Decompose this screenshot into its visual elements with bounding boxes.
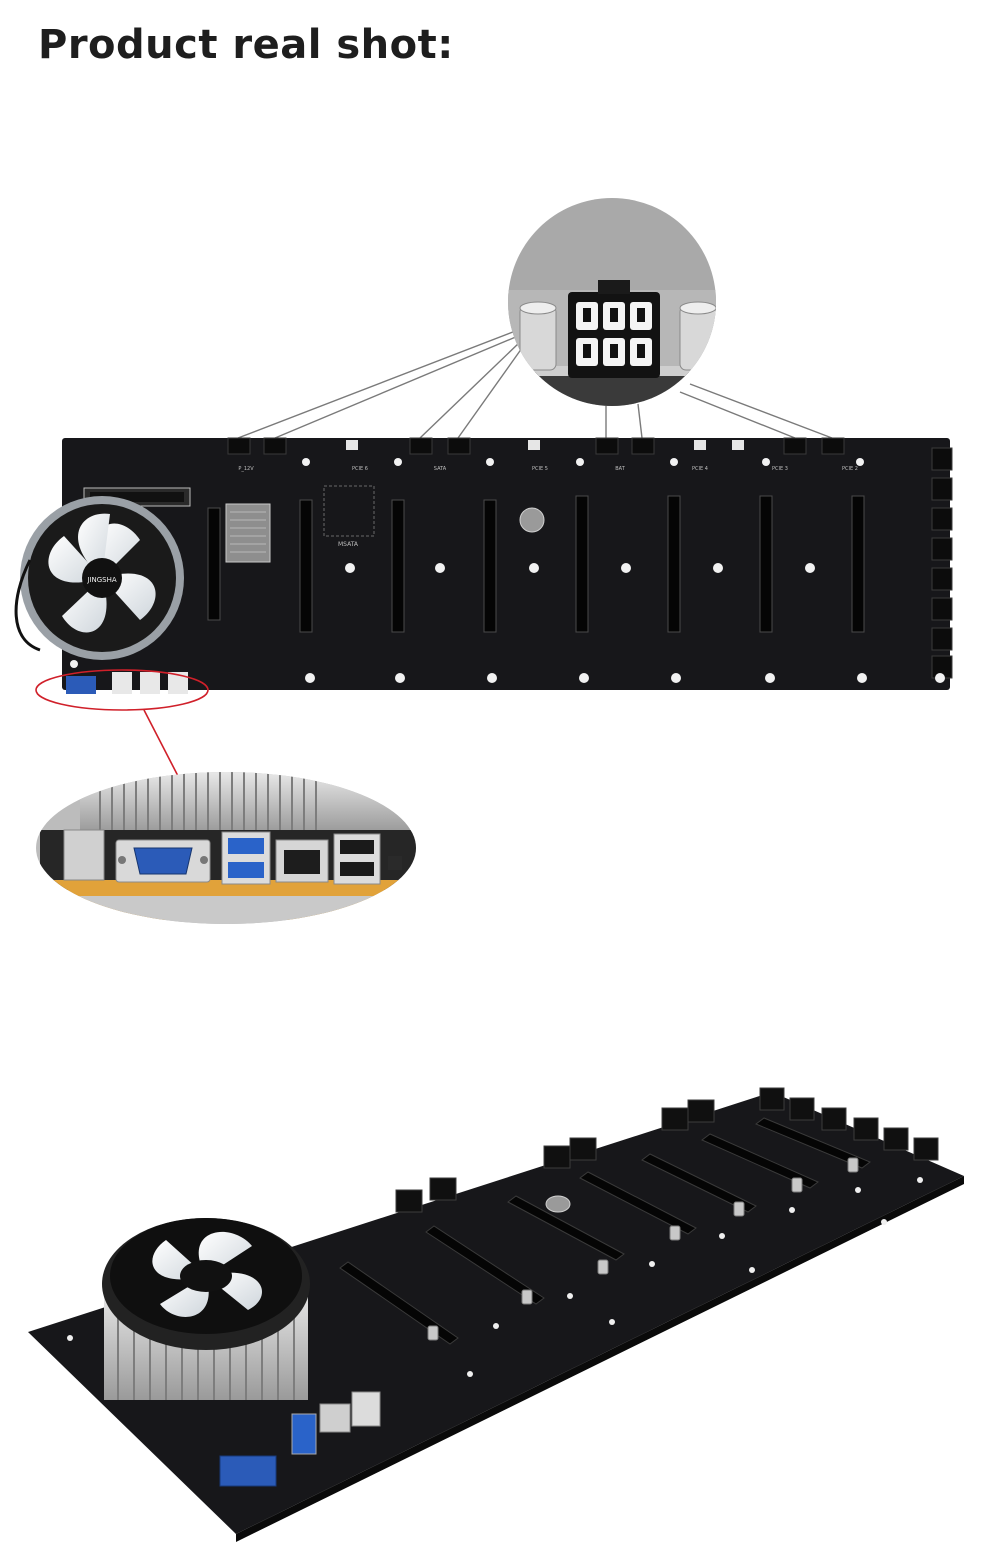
motherboard-perspective-view: [28, 1087, 964, 1542]
io-highlight-ring: [35, 669, 209, 711]
power-connector-icon: [568, 280, 660, 378]
pcie-slots: [207, 495, 865, 633]
motherboard-top-view: MSATA JINGSHA: [14, 437, 953, 777]
silkscreen-label: PCIE 5: [532, 466, 548, 472]
io-ports-zoom: [36, 772, 416, 924]
fan-brand-label: JINGSHA: [86, 576, 116, 584]
vga-port-icon: [115, 839, 211, 883]
ethernet-port-icon: [275, 839, 329, 883]
silkscreen-label: P_12V: [238, 466, 254, 472]
silkscreen-label: PCIE 2: [842, 466, 858, 472]
callout-lines: [237, 329, 833, 439]
fan-icon: JINGSHA: [20, 496, 184, 660]
mounting-holes: [70, 458, 945, 683]
silkscreen-label: PCIE 4: [692, 466, 708, 472]
fan-icon-perspective: [102, 1218, 310, 1350]
silkscreen-label: SATA: [434, 466, 447, 472]
silkscreen-label: PCIE 6: [352, 466, 368, 472]
power-connector-zoom: [508, 198, 716, 406]
silkscreen-label: BAT: [615, 466, 625, 472]
silkscreen-label: PCIE 3: [772, 466, 788, 472]
page-title: Product real shot:: [38, 22, 454, 68]
usb-port-icon: [221, 831, 271, 885]
msata-label: MSATA: [338, 541, 359, 548]
